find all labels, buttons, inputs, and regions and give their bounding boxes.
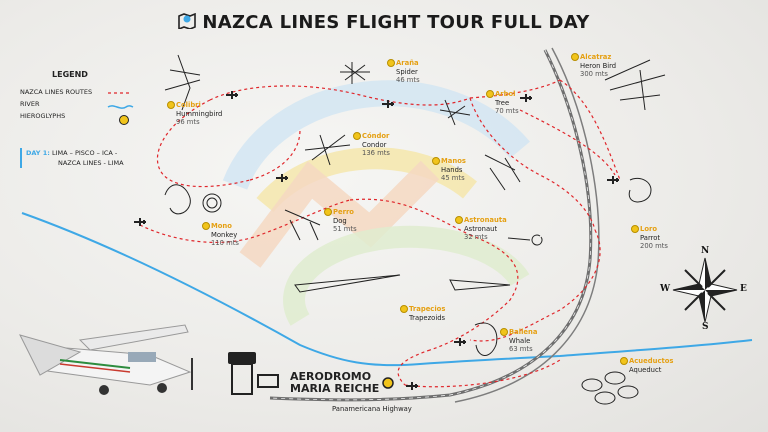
highway-label: Panamericana Highway: [332, 405, 412, 413]
dog-glyph: [284, 209, 321, 241]
astronaut-glyph: [507, 234, 543, 246]
tree-glyph: [439, 99, 471, 126]
compass-rose-icon: [672, 257, 738, 323]
river-line: [21, 212, 753, 367]
hieroglyph-dot-icon: [202, 222, 210, 230]
day-itinerary: DAY 1: LIMA – PISCO – ICA - NAZCA LINES …: [20, 148, 124, 168]
hieroglyph-dot-icon: [324, 208, 332, 216]
airport-label: AERODROMO MARIA REICHE: [290, 370, 380, 395]
flight-routes: [139, 79, 621, 388]
legend-river-icon: [107, 105, 134, 109]
logo-arc-yellow: [256, 147, 477, 213]
logo-arc-green: [283, 225, 530, 326]
plane-icon: [134, 218, 146, 226]
plane-icon: [607, 176, 619, 184]
airport-tower-icon: [228, 352, 279, 395]
logo-arc-blue: [222, 80, 530, 190]
condor-glyph: [304, 134, 351, 166]
hieroglyph-dot-icon: [353, 132, 361, 140]
whale-glyph: [474, 322, 498, 356]
legend-dot-icon: [119, 115, 129, 125]
hieroglyph-dot-icon: [500, 328, 508, 336]
compass-east: E: [740, 284, 747, 294]
hieroglyph-dot-icon: [400, 305, 408, 313]
plane-icon: [406, 382, 418, 390]
legend: LEGEND NAZCA LINES ROUTES RIVER HIEROGLY…: [20, 70, 132, 122]
spider-glyph: [340, 62, 370, 84]
page-title: NAZCA LINES FLIGHT TOUR FULL DAY: [0, 12, 768, 34]
hieroglyph-dot-icon: [571, 53, 579, 61]
plane-icon: [226, 91, 238, 99]
heron-glyph: [604, 59, 666, 111]
map-pin-icon: [178, 12, 197, 34]
compass-south: S: [702, 322, 709, 332]
compass-north: N: [701, 246, 710, 256]
monkey-glyph: [202, 193, 222, 213]
hieroglyph-dot-icon: [631, 225, 639, 233]
plane-icon: [276, 174, 288, 182]
plane-icon: [520, 94, 532, 102]
hands-glyph: [484, 154, 521, 191]
hieroglyph-dot-icon: [620, 357, 628, 365]
logo-zigzag-orange: [239, 160, 440, 268]
hummingbird-glyph: [164, 54, 201, 111]
compass-west: W: [660, 284, 671, 294]
hieroglyph-dot-icon: [167, 101, 175, 109]
airplane-markers: [134, 91, 619, 390]
hieroglyph-dot-icon: [387, 59, 395, 67]
hieroglyph-dot-icon: [455, 216, 463, 224]
aqueduct-glyph: [581, 378, 603, 392]
trapezoids-glyph: [294, 274, 511, 293]
hieroglyph-dot-icon: [432, 157, 440, 165]
legend-heading: LEGEND: [52, 70, 88, 79]
geoglyph-drawings: [164, 54, 666, 405]
legend-item-routes: NAZCA LINES ROUTES: [20, 88, 93, 96]
hieroglyph-dot-icon: [486, 90, 494, 98]
airport-dot-icon: [382, 377, 394, 389]
plane-icon: [454, 338, 466, 346]
secondary-road: [454, 47, 600, 403]
legend-item-river: RIVER: [20, 100, 40, 108]
legend-item-hieroglyphs: HIEROGLYPHS: [20, 112, 66, 120]
plane-icon: [382, 100, 394, 108]
parrot-glyph: [628, 177, 652, 203]
airplane-illustration: [19, 324, 193, 395]
